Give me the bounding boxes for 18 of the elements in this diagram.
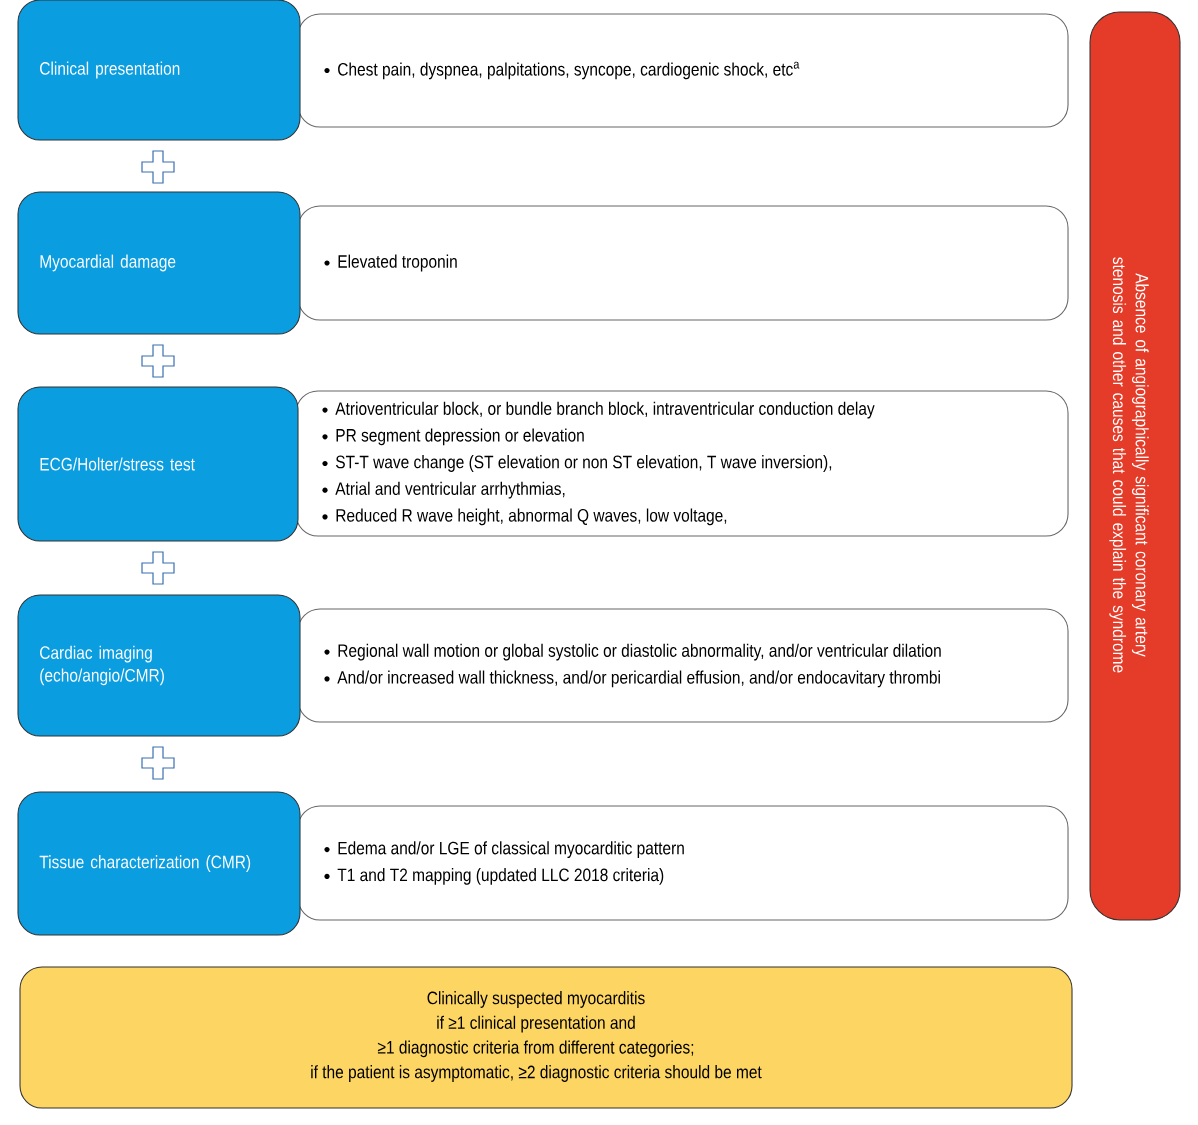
category-box: Cardiac imaging (echo/angio/CMR) (17, 594, 301, 737)
list-item: Atrial and ventricular arrhythmias, (335, 481, 565, 499)
list-item: Chest pain, dyspnea, palpitations, syncope, cardiogenic shock, etc$^{a}$ (338, 61, 800, 80)
side-box: Absence of angiographically significant coronary artery stenosis and other causes that could explain the syndrome (1089, 11, 1181, 921)
list-item: PR segment depression or elevation (336, 428, 584, 446)
list-item: Elevated troponin (338, 254, 457, 272)
list-item: Reduced R wave height, abnormal Q waves, low voltage, (336, 508, 727, 526)
category-box: Clinical presentation (17, 0, 301, 141)
category-box: Tissue characterization (CMR) (17, 791, 301, 936)
list-item: Atrioventricular block, or bundle branch block, intraventricular conduction delay (335, 401, 875, 419)
list-item: ST-T wave change (ST elevation or non ST elevation, T wave inversion), (336, 455, 832, 472)
category-box: Myocardial damage (17, 191, 301, 335)
conclusion-box: Clinically suspected myocarditis if ≥1 clinical presentation and ≥1 diagnostic criteria from different categories; if the patient is asymptomatic, ≥2 diagnostic criteria should be met (19, 966, 1073, 1109)
category-box: ECG/Holter/stress test (17, 386, 299, 542)
list-item: And/or increased wall thickness, and/or pericardial effusion, and/or endocavitary thrombi (337, 670, 940, 688)
list-item: Edema and/or LGE of classical myocarditic pattern (338, 841, 684, 858)
list-item: Regional wall motion or global systolic or diastolic abnormality, and/or ventricular dilation (338, 643, 941, 661)
list-item: T1 and T2 mapping (updated LLC 2018 criteria) (337, 868, 664, 885)
